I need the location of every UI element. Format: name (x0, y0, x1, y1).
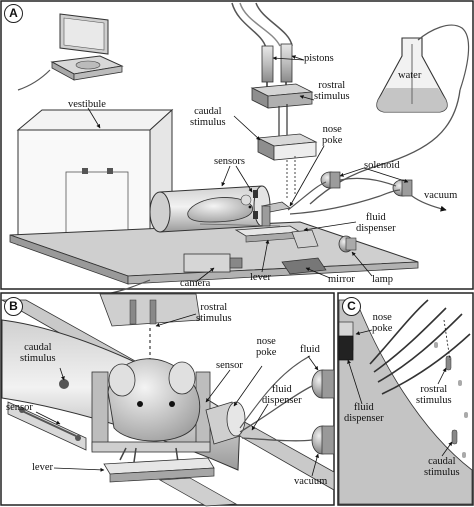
vestibule-box (16, 108, 174, 247)
water-flask (376, 24, 470, 113)
label-pistons: pistons (304, 53, 334, 64)
mirror-a (281, 257, 327, 275)
fluid-dispenser-c (338, 335, 354, 361)
whiskers-c (369, 299, 471, 395)
wall-c (338, 299, 473, 505)
label-vacuum-b: vacuum (294, 476, 328, 487)
mouse-b (107, 358, 201, 463)
panel-b-badge: B (4, 297, 23, 316)
lever-a (234, 225, 319, 249)
leaders-c (347, 329, 453, 457)
lamp-a (338, 235, 357, 253)
mouse-tube (149, 185, 281, 233)
leaders-b (35, 313, 319, 477)
leaders-a (87, 55, 409, 283)
panel-a-badge: A (4, 4, 23, 23)
label-solenoid: solenoid (364, 160, 400, 171)
label-sensors: sensors (214, 156, 245, 167)
label-lever-a: lever (250, 272, 271, 283)
label-sensor-left: sensor (6, 402, 33, 413)
stimulus-block-b (99, 293, 201, 327)
sensor-frame-b (91, 371, 211, 453)
monitor (17, 13, 124, 91)
label-lever-b: lever (32, 462, 53, 473)
panel-c-badge: C (342, 297, 361, 316)
fluid-vacuum-valves-b (311, 369, 335, 455)
label-mirror: mirror (328, 274, 355, 285)
label-vacuum-a: vacuum (424, 190, 458, 201)
lever-b (103, 457, 238, 507)
label-camera: camera (180, 278, 211, 289)
camera-a (183, 253, 243, 273)
label-fluid: fluid (300, 344, 320, 355)
sensor-slider-b (7, 401, 87, 451)
caudal-stimulus-block (256, 133, 318, 161)
label-vestibule: vestibule (68, 99, 106, 110)
label-sensor-right: sensor (216, 360, 243, 371)
label-water: water (398, 70, 422, 81)
label-lamp: lamp (372, 274, 393, 285)
stimulus-pins-c (434, 342, 468, 458)
rostral-stimulus-block (250, 83, 314, 109)
